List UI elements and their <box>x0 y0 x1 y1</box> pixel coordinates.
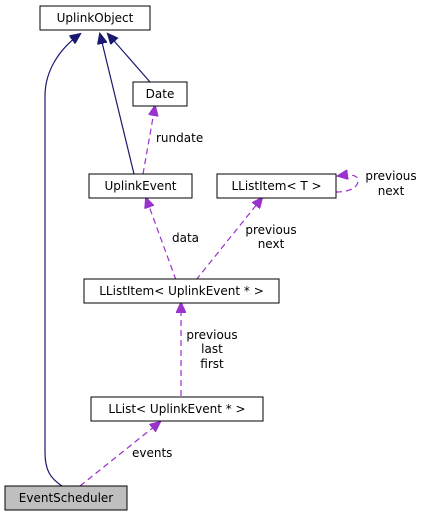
label-events: events <box>132 446 172 460</box>
label-list-last: last <box>201 342 223 356</box>
node-uplinkevent-label: UplinkEvent <box>105 179 177 193</box>
node-llist-uplinkevent[interactable]: LList< UplinkEvent * > <box>90 396 264 422</box>
label-list-first: first <box>200 357 224 371</box>
node-llistitem-t-label: LListItem< T > <box>231 179 321 193</box>
edge-llistitem-t-self-previous-next <box>336 175 359 193</box>
edge-llistitem-event-to-llistitem-t-previous-next <box>195 198 262 281</box>
edge-date-to-uplinkobject <box>108 34 151 83</box>
edge-uplinkevent-to-uplinkobject <box>100 34 135 175</box>
edge-uplinkevent-to-date-rundate <box>142 106 155 175</box>
node-date-label: Date <box>146 87 175 101</box>
node-llist-uplinkevent-label: LList< UplinkEvent * > <box>108 402 245 416</box>
label-list-previous: previous <box>186 328 237 342</box>
edge-eventscheduler-to-uplinkobject <box>44 34 80 487</box>
edge-eventscheduler-to-llist-event-events <box>79 422 160 487</box>
node-eventscheduler[interactable]: EventScheduler <box>4 485 128 511</box>
node-uplinkevent[interactable]: UplinkEvent <box>88 173 193 199</box>
node-llistitem-uplinkevent[interactable]: LListItem< UplinkEvent * > <box>83 278 280 304</box>
label-rundate: rundate <box>156 131 203 145</box>
node-uplinkobject[interactable]: UplinkObject <box>39 5 151 31</box>
node-uplinkobject-label: UplinkObject <box>57 11 134 25</box>
label-self-next: next <box>378 184 405 198</box>
node-date[interactable]: Date <box>132 81 188 107</box>
label-item-next: next <box>258 237 285 251</box>
edge-llistitem-event-to-uplinkevent-data <box>146 198 177 281</box>
label-data: data <box>172 231 199 245</box>
node-llistitem-uplinkevent-label: LListItem< UplinkEvent * > <box>99 284 264 298</box>
node-eventscheduler-label: EventScheduler <box>19 491 114 505</box>
label-self-previous: previous <box>365 169 416 183</box>
node-llistitem-t[interactable]: LListItem< T > <box>216 173 337 199</box>
label-item-previous: previous <box>245 223 296 237</box>
